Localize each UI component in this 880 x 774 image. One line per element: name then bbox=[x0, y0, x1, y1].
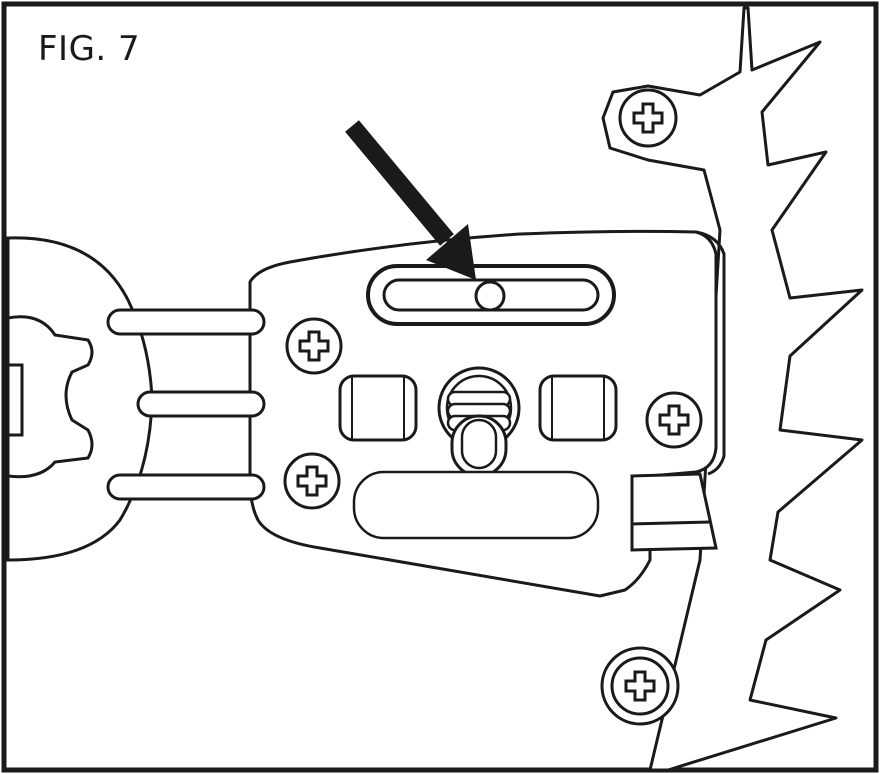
plate-screw-lower-left bbox=[283, 452, 341, 510]
figure-label: FIG. 7 bbox=[38, 29, 141, 69]
plate-tab bbox=[630, 472, 718, 552]
threaded-stud bbox=[437, 366, 521, 478]
blade-screw-bottom bbox=[600, 646, 680, 726]
slot-pin bbox=[474, 280, 506, 312]
lower-recess bbox=[352, 470, 600, 540]
plate-screw-upper-left bbox=[285, 317, 343, 375]
cutting-blade bbox=[601, 6, 864, 772]
drive-hub bbox=[6, 236, 154, 562]
blade-screw-top bbox=[618, 88, 678, 148]
left-boss bbox=[338, 374, 418, 442]
plate-edge bbox=[695, 230, 726, 476]
right-boss bbox=[538, 374, 618, 442]
clamp-bars bbox=[106, 308, 266, 501]
adjustment-slot bbox=[366, 264, 616, 326]
plate-screw-right bbox=[645, 391, 703, 449]
down-right-arrow-icon bbox=[345, 120, 476, 280]
